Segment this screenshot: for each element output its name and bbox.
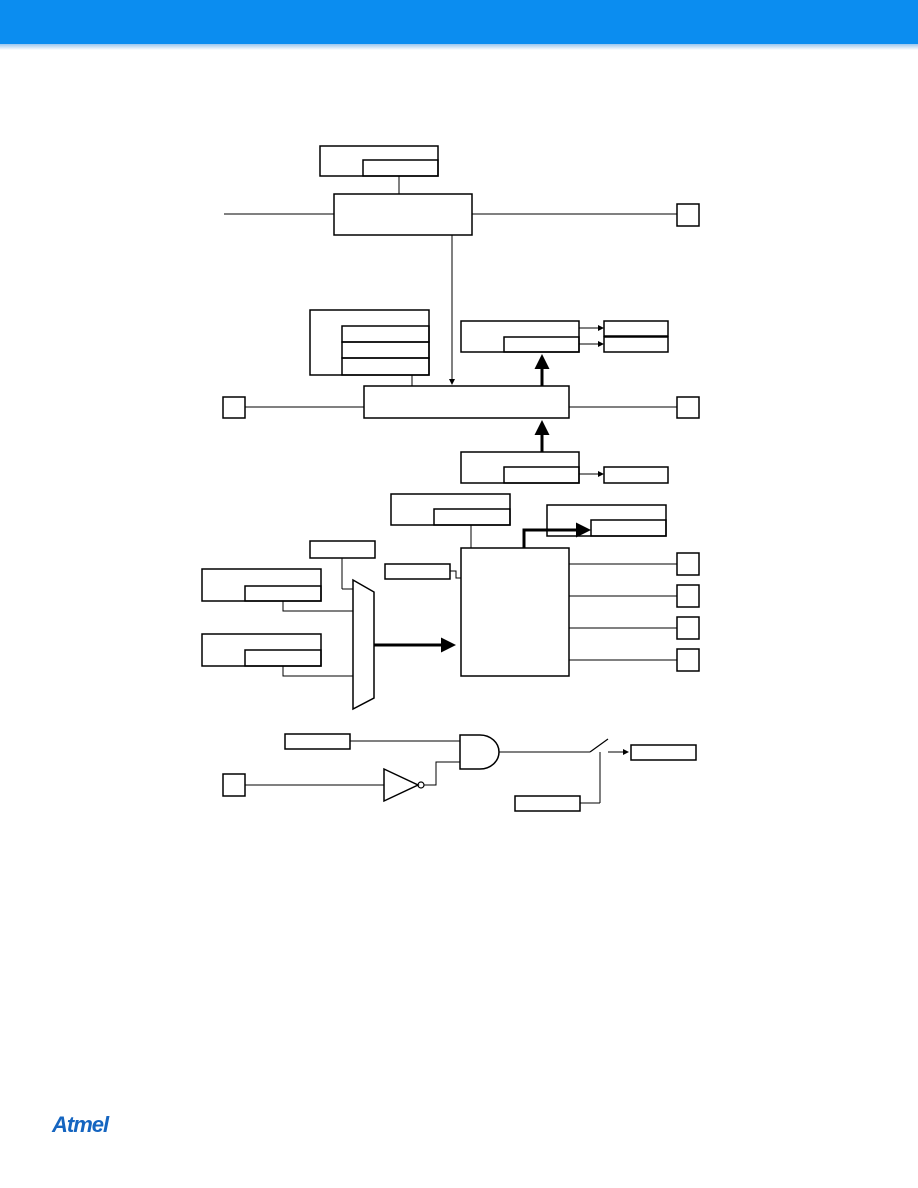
switch-control-register	[514, 795, 581, 812]
mux-select-register	[309, 540, 376, 559]
register-mux-input-2	[201, 633, 322, 667]
register-upper-right	[460, 320, 580, 353]
flag-box-3	[603, 466, 669, 484]
atmel-logo: Atmel	[52, 1112, 109, 1137]
flag-box-2	[603, 336, 669, 353]
pin-top-right	[676, 203, 700, 227]
gate-output-register	[630, 744, 697, 761]
pin-bottom-1	[676, 552, 700, 576]
multiplexer-icon	[352, 578, 375, 711]
register-output	[546, 504, 667, 537]
pin-bottom-4	[676, 648, 700, 672]
block-middle	[363, 385, 570, 419]
block-top	[333, 193, 473, 236]
block-bottom	[460, 547, 570, 677]
small-register-left	[384, 563, 451, 580]
flag-box-1	[603, 320, 669, 337]
header-bar	[0, 0, 918, 44]
register-top	[319, 145, 439, 177]
pin-bottom-3	[676, 616, 700, 640]
pin-middle-left	[222, 396, 246, 419]
register-lower-right	[460, 451, 580, 484]
header-bar-shadow	[0, 44, 918, 50]
register-stack-left	[309, 309, 430, 376]
pin-gate-input	[222, 773, 246, 797]
inverter-icon	[383, 767, 425, 803]
switch-icon	[589, 738, 609, 803]
and-gate-icon	[459, 734, 500, 770]
gate-input-register	[284, 733, 351, 750]
register-mux-input-1	[201, 568, 322, 602]
pin-bottom-2	[676, 584, 700, 608]
pin-middle-right	[676, 396, 700, 419]
register-control	[390, 493, 511, 526]
